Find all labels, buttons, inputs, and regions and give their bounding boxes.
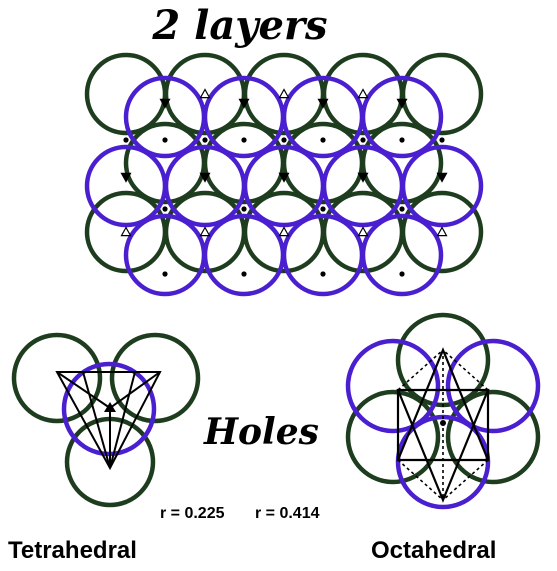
tetra-sphere-a <box>109 332 201 424</box>
tetrahedral-hole-up-marker <box>199 88 211 99</box>
tetrahedral-hole-down-marker <box>159 98 171 109</box>
diagram-title: 2 layers <box>152 2 328 49</box>
octahedral-hole-marker <box>439 137 445 143</box>
layer-b-sphere <box>360 213 444 297</box>
octa-sphere-a <box>345 389 441 485</box>
tetrahedral-hole-up-marker <box>278 226 290 237</box>
octahedral-hole-marker <box>123 137 129 143</box>
layer-a-sphere <box>400 190 484 274</box>
tetrahedral-hole-down-marker <box>317 98 329 109</box>
octahedral-radius-ratio: r = 0.414 <box>255 505 320 522</box>
octahedral-hole-marker <box>399 206 405 212</box>
tetrahedral-hole-figure <box>11 332 201 508</box>
tetrahedral-hole-down-marker <box>436 172 448 183</box>
octahedral-hole-marker <box>202 137 208 143</box>
octahedral-hole-marker <box>281 137 287 143</box>
tetrahedral-hole-up-marker <box>357 88 369 99</box>
layer-a-sphere <box>360 121 444 205</box>
octahedral-label: Octahedral <box>371 537 497 564</box>
layer-a-sphere <box>400 52 484 136</box>
tetra-base-triangle <box>55 371 162 471</box>
tetra-edge <box>109 371 161 409</box>
octahedral-hole-marker <box>399 271 405 277</box>
hole-markers <box>120 88 448 277</box>
octa-sphere-a <box>395 312 491 408</box>
octa-sphere-b <box>345 338 441 434</box>
tetra-sphere-a <box>11 332 103 424</box>
tetrahedral-hole-down-marker <box>238 98 250 109</box>
tetra-edge <box>56 371 111 409</box>
tetrahedral-hole-up-marker <box>199 226 211 237</box>
tetrahedral-hole-up-marker <box>278 88 290 99</box>
octahedral-hole-marker <box>162 137 168 143</box>
tetrahedral-radius-ratio: r = 0.225 <box>160 505 225 522</box>
octa-hole-marker <box>440 420 446 426</box>
tetrahedral-hole-down-marker <box>278 172 290 183</box>
tetrahedral-hole-down-marker <box>357 172 369 183</box>
holes-label: Holes <box>204 411 319 453</box>
octahedral-hole-marker <box>241 137 247 143</box>
tetrahedral-hole-up-marker <box>357 226 369 237</box>
tetrahedral-hole-down-marker <box>120 172 132 183</box>
tetrahedral-hole-up-marker <box>120 226 132 237</box>
octahedral-hole-marker <box>320 271 326 277</box>
layer-b-sphere <box>360 75 444 159</box>
octahedral-hole-marker <box>241 206 247 212</box>
octa-hidden-edge <box>442 459 489 501</box>
layer-b-sphere <box>400 144 484 228</box>
tetrahedral-hole-down-marker <box>396 98 408 109</box>
tetrahedral-label: Tetrahedral <box>8 537 137 564</box>
octahedral-hole-marker <box>320 137 326 143</box>
tetra-edge <box>109 371 136 469</box>
octa-hidden-edge <box>397 459 444 501</box>
octahedral-hole-marker <box>360 137 366 143</box>
tetrahedral-hole-up-marker <box>436 226 448 237</box>
octa-sphere-a <box>445 389 541 485</box>
octa-hidden-edge <box>397 349 444 391</box>
octahedral-hole-marker <box>162 206 168 212</box>
octahedral-hole-marker <box>241 271 247 277</box>
tetra-hole-marker <box>104 402 116 412</box>
octahedral-hole-marker <box>399 137 405 143</box>
layer-b-spheres <box>84 75 484 297</box>
layer-a-spheres <box>84 52 484 274</box>
octahedral-hole-figure <box>345 312 541 510</box>
octahedral-hole-marker <box>320 206 326 212</box>
octa-sphere-b <box>445 338 541 434</box>
octa-face <box>396 388 490 503</box>
tetrahedral-hole-down-marker <box>199 172 211 183</box>
tetra-edge <box>82 371 111 469</box>
octahedral-hole-marker <box>162 271 168 277</box>
octa-hidden-edge <box>442 349 489 391</box>
